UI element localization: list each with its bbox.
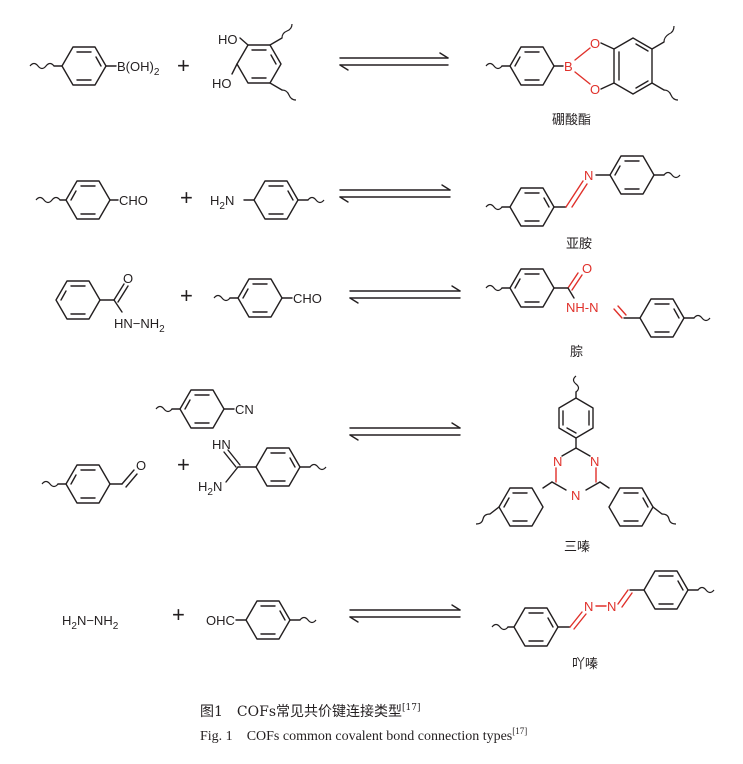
row-azine: H2N−NH2 + OHC N	[62, 570, 715, 672]
imine-product: N	[485, 155, 681, 227]
hydroxyl-label-bottom: HO	[212, 76, 232, 91]
aldehyde-reactant: CHO	[35, 180, 148, 220]
row-imine: CHO + H2N N	[35, 155, 681, 252]
carbonyl-oxygen-label: O	[582, 261, 592, 276]
plus-sign: +	[172, 602, 185, 627]
nitrile-label: CN	[235, 402, 254, 417]
imine-nitrogen-label: N	[584, 168, 593, 183]
product-name-triazine: 三嗪	[564, 540, 590, 555]
equilibrium-arrows	[339, 52, 449, 71]
oxygen-atom-label-bottom: O	[590, 82, 600, 97]
plus-sign: +	[180, 283, 193, 308]
plus-sign: +	[177, 452, 190, 477]
nitrile-reactant: CN	[155, 389, 254, 429]
hydroxyl-label-top: HO	[218, 32, 238, 47]
hydrazine-label: H2N−NH2	[62, 613, 119, 632]
carbonyl-oxygen-label: O	[123, 271, 133, 286]
boronic-acid-label: B(OH)2	[117, 59, 160, 78]
azine-nitrogen-label-2: N	[607, 599, 616, 614]
azine-product: N N	[491, 570, 715, 647]
aldehyde-reactant: CHO	[213, 278, 322, 318]
aldehyde-reactant: OHC	[206, 600, 317, 640]
amine-label: H2N	[210, 193, 234, 212]
equilibrium-arrows	[339, 184, 451, 203]
aldehyde-label: CHO	[293, 291, 322, 306]
product-name-hydrazone: 腙	[570, 345, 583, 360]
amino-label: H2N	[198, 479, 222, 498]
aldehyde-reactant: O	[41, 458, 146, 504]
triazine-nitrogen-label-bottom: N	[571, 488, 580, 503]
azine-nitrogen-label-1: N	[584, 599, 593, 614]
imino-label: HN	[212, 437, 231, 452]
aldehyde-label: OHC	[206, 613, 235, 628]
amine-reactant: H2N	[210, 180, 325, 220]
triazine-nitrogen-label-left: N	[553, 454, 562, 469]
hydrazide-reactant: O HN−NH2	[55, 271, 165, 335]
carbonyl-oxygen-label: O	[136, 458, 146, 473]
plus-sign: +	[180, 185, 193, 210]
equilibrium-arrows	[349, 604, 461, 623]
hydrazide-label: HN−NH2	[114, 316, 165, 335]
triazine-nitrogen-label-right: N	[590, 454, 599, 469]
boron-atom-label: B	[564, 59, 573, 74]
product-name-imine: 亚胺	[566, 237, 592, 252]
boronate-ester-product: B O O	[485, 25, 679, 101]
equilibrium-arrows	[349, 285, 461, 304]
triazine-product: N N N	[475, 375, 677, 527]
row-triazine: CN O + HN H2N	[41, 375, 677, 555]
catechol-reactant: HO HO	[212, 23, 297, 101]
product-name-boronate-ester: 硼酸酯	[552, 113, 591, 128]
boronic-acid-reactant: B(OH)2	[29, 46, 160, 86]
product-name-azine: 吖嗪	[572, 657, 598, 672]
hydrazone-product: O NH-N	[485, 261, 711, 338]
equilibrium-arrows	[349, 422, 461, 441]
oxygen-atom-label-top: O	[590, 36, 600, 51]
aldehyde-label: CHO	[119, 193, 148, 208]
row-hydrazone: O HN−NH2 + CHO	[55, 261, 711, 360]
plus-sign: +	[177, 53, 190, 78]
amidine-reactant: HN H2N	[198, 437, 327, 498]
row-boronate: B(OH)2 + HO HO	[29, 23, 679, 128]
hydrazone-linker-label: NH-N	[566, 300, 599, 315]
